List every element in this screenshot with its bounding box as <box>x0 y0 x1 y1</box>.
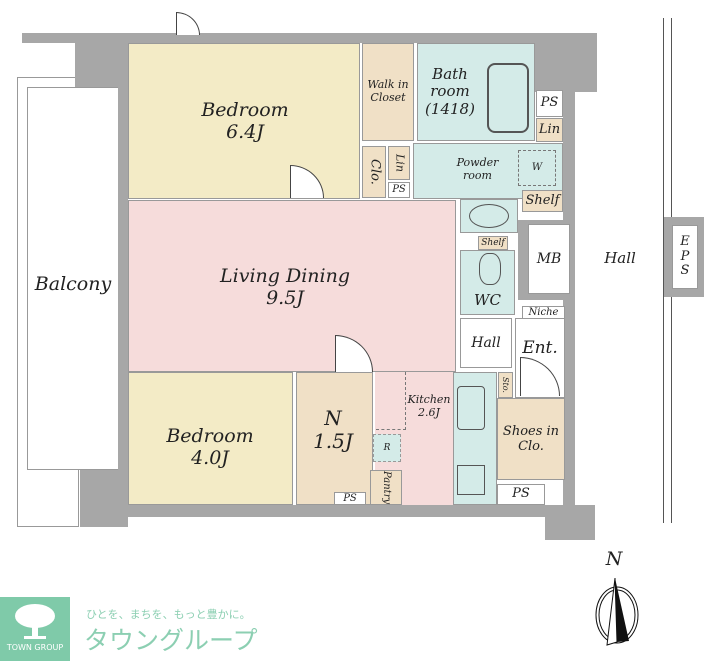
wall-bottom <box>80 505 595 517</box>
storage: Sto. <box>498 372 513 398</box>
hall: Hall <box>460 318 512 368</box>
bathtub <box>487 63 529 133</box>
shoes-closet <box>497 398 565 480</box>
shelf: Shelf <box>478 236 508 250</box>
wall-right <box>563 90 575 540</box>
corridor-line <box>663 18 664 523</box>
bedroom-6-4j <box>128 43 360 199</box>
toilet <box>479 253 501 285</box>
balcony-inner <box>27 87 119 470</box>
linen: Lin <box>388 146 410 180</box>
wall-left-bottom <box>80 470 128 527</box>
bathroom <box>417 43 535 141</box>
eps <box>672 225 698 289</box>
wall-right-top <box>535 42 597 92</box>
refrigerator: R <box>373 434 401 462</box>
powder-room-label: Powder room <box>456 156 499 182</box>
shelf: Shelf <box>522 190 563 212</box>
pantry: Pantry <box>370 470 402 505</box>
logo-tagline: ひとを、まちを、もっと豊かに。 <box>86 608 251 621</box>
tree-icon <box>15 604 55 639</box>
washbasin <box>469 204 509 228</box>
logo-mark: TOWN GROUP <box>0 597 70 661</box>
washer-space: W <box>518 150 556 186</box>
entrance-label: Ent. <box>522 338 558 359</box>
logo-name-en: TOWN GROUP <box>6 643 64 652</box>
walk-in-closet-label: Walk in Closet <box>367 78 409 104</box>
eps-label: E P S <box>680 233 690 279</box>
ps: PS <box>536 90 563 117</box>
living-dining <box>128 200 456 372</box>
north-label: N <box>605 548 623 571</box>
powder-room <box>413 143 563 199</box>
compass-icon <box>595 577 639 646</box>
linen: Lin <box>536 118 563 142</box>
meter-box: MB <box>528 224 570 294</box>
ps: PS <box>334 492 366 505</box>
hall-label: Hall <box>604 249 636 268</box>
wall-left <box>118 42 128 512</box>
walk-in-closet <box>362 43 414 141</box>
ps: PS <box>388 182 410 198</box>
sink <box>457 386 485 430</box>
ps: PS <box>497 484 545 505</box>
wall-right-bottom <box>545 505 595 540</box>
fridge-space <box>376 372 406 430</box>
bathroom-label: Bath room(1418) <box>425 65 475 118</box>
wall-top <box>22 33 597 43</box>
n-room <box>296 372 373 505</box>
stove <box>457 465 485 495</box>
kitchen-counter <box>453 372 497 505</box>
balcony-label: Balcony <box>34 273 112 296</box>
wc-label: WC <box>474 291 501 310</box>
bedroom-4-0j <box>128 372 293 505</box>
door <box>176 12 200 35</box>
shoes-closet-label: Shoes in Clo. <box>502 424 560 454</box>
closet: Clo. <box>362 146 386 198</box>
logo-name-jp: タウングループ <box>84 626 258 655</box>
